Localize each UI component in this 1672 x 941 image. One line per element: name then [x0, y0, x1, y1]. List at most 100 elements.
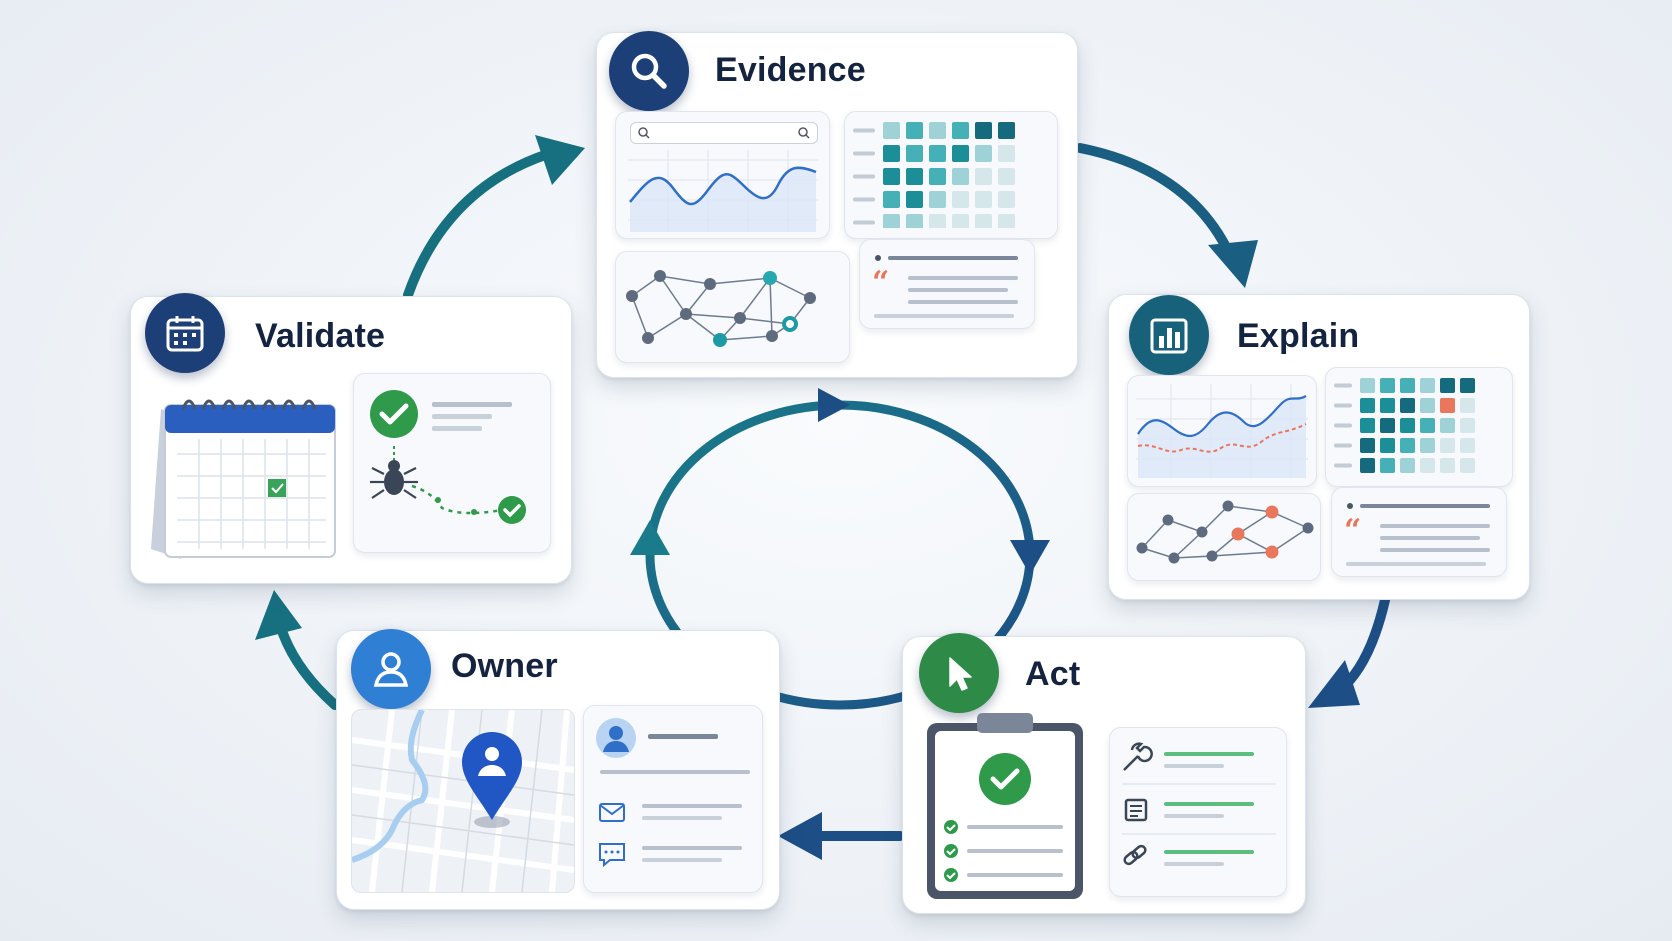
heatmap-cell — [1420, 458, 1435, 473]
evidence-quote-panel: “ — [859, 239, 1035, 329]
validate-test-panel — [353, 373, 551, 553]
heatmap-cell — [906, 214, 923, 228]
evidence-trend-panel — [615, 111, 830, 239]
heatmap-cell — [1460, 378, 1475, 393]
heatmap-cell — [952, 214, 969, 228]
cursor-icon — [949, 657, 972, 691]
inner-arrowhead-top — [818, 388, 850, 422]
evidence-heatmap — [853, 122, 1015, 228]
heatmap-cell — [883, 214, 900, 228]
heatmap-row-label — [1334, 383, 1352, 388]
validation-trace — [370, 390, 526, 524]
explain-network-panel — [1127, 493, 1321, 581]
heatmap-row-label — [1334, 463, 1352, 468]
heatmap-cell — [1440, 418, 1455, 433]
heatmap-cell — [952, 168, 969, 185]
document-icon — [1124, 798, 1148, 822]
arrowhead-explain-to-act — [1308, 660, 1360, 708]
svg-text:“: “ — [1344, 513, 1361, 548]
explain-card[interactable]: Explain “ — [1108, 294, 1530, 600]
bug-icon — [370, 460, 418, 499]
heatmap-cell — [1360, 418, 1375, 433]
heatmap-cell — [1360, 438, 1375, 453]
heatmap-cell — [1400, 438, 1415, 453]
search-icon — [631, 53, 667, 89]
heatmap-cell — [975, 145, 992, 162]
heatmap-cell — [998, 214, 1015, 228]
clipboard-checklist — [927, 713, 1083, 899]
explain-badge — [1129, 295, 1209, 375]
heatmap-cell — [1420, 438, 1435, 453]
mail-icon — [599, 803, 625, 822]
calendar-icon — [166, 316, 204, 352]
heatmap-cell — [1360, 398, 1375, 413]
svg-text:“: “ — [872, 265, 889, 300]
evidence-card[interactable]: Evidence “ — [596, 31, 1078, 378]
bar-chart-icon — [1150, 318, 1188, 354]
heatmap-cell — [929, 191, 946, 208]
heatmap-cell — [975, 122, 992, 139]
heatmap-cell — [1420, 378, 1435, 393]
evidence-network-panel — [615, 251, 850, 363]
validate-badge — [145, 293, 225, 373]
heatmap-cell — [975, 168, 992, 185]
heatmap-cell — [929, 145, 946, 162]
owner-badge — [351, 629, 431, 709]
validate-card[interactable]: Validate — [130, 293, 572, 584]
heatmap-row-label — [853, 151, 875, 156]
evidence-badge — [609, 31, 689, 111]
heatmap-cell — [1400, 418, 1415, 433]
explain-network-graph — [1136, 500, 1314, 564]
validate-title: Validate — [255, 317, 386, 355]
heatmap-cell — [1440, 438, 1455, 453]
arrow-validate-to-evidence — [403, 150, 550, 300]
heatmap-cell — [929, 214, 946, 228]
heatmap-cell — [998, 191, 1015, 208]
heatmap-cell — [1460, 438, 1475, 453]
heatmap-cell — [952, 145, 969, 162]
evidence-network-graph — [626, 270, 816, 347]
user-icon — [373, 652, 409, 687]
heatmap-cell — [952, 122, 969, 139]
heatmap-cell — [1380, 458, 1395, 473]
evidence-heatmap-panel — [844, 111, 1058, 239]
heatmap-row-label — [853, 128, 875, 133]
link-icon — [1123, 844, 1147, 866]
arrowhead-act-to-owner — [778, 812, 822, 860]
arrowhead-owner-to-validate — [255, 590, 302, 640]
heatmap-row-label — [1334, 443, 1352, 448]
desk-calendar-illustration — [151, 399, 336, 559]
explain-title: Explain — [1237, 317, 1360, 355]
heatmap-cell — [883, 145, 900, 162]
arrowhead-validate-to-evidence — [535, 135, 585, 185]
heatmap-cell — [906, 168, 923, 185]
act-title: Act — [1025, 655, 1081, 693]
chat-icon — [599, 843, 625, 868]
explain-quote-panel: “ — [1331, 487, 1507, 577]
heatmap-cell — [998, 122, 1015, 139]
heatmap-cell — [929, 122, 946, 139]
heatmap-cell — [975, 191, 992, 208]
heatmap-cell — [998, 145, 1015, 162]
heatmap-cell — [883, 168, 900, 185]
action-list — [1122, 742, 1276, 866]
heatmap-cell — [1380, 378, 1395, 393]
act-card[interactable]: Act — [902, 633, 1306, 914]
explain-trend-panel — [1127, 375, 1317, 487]
heatmap-cell — [883, 122, 900, 139]
search-icon — [798, 127, 810, 139]
heatmap-cell — [1360, 458, 1375, 473]
explain-heatmap-panel — [1325, 367, 1513, 487]
inner-arrowhead-right — [1010, 540, 1050, 575]
heatmap-cell — [1440, 398, 1455, 413]
wrench-icon — [1123, 742, 1153, 771]
heatmap-cell — [906, 191, 923, 208]
act-actions-panel — [1109, 727, 1287, 897]
owner-card[interactable]: Owner — [336, 629, 780, 910]
explain-heatmap — [1334, 378, 1475, 473]
heatmap-cell — [1380, 418, 1395, 433]
act-badge — [919, 633, 999, 713]
search-icon — [638, 127, 650, 139]
heatmap-cell — [952, 191, 969, 208]
heatmap-cell — [975, 214, 992, 228]
